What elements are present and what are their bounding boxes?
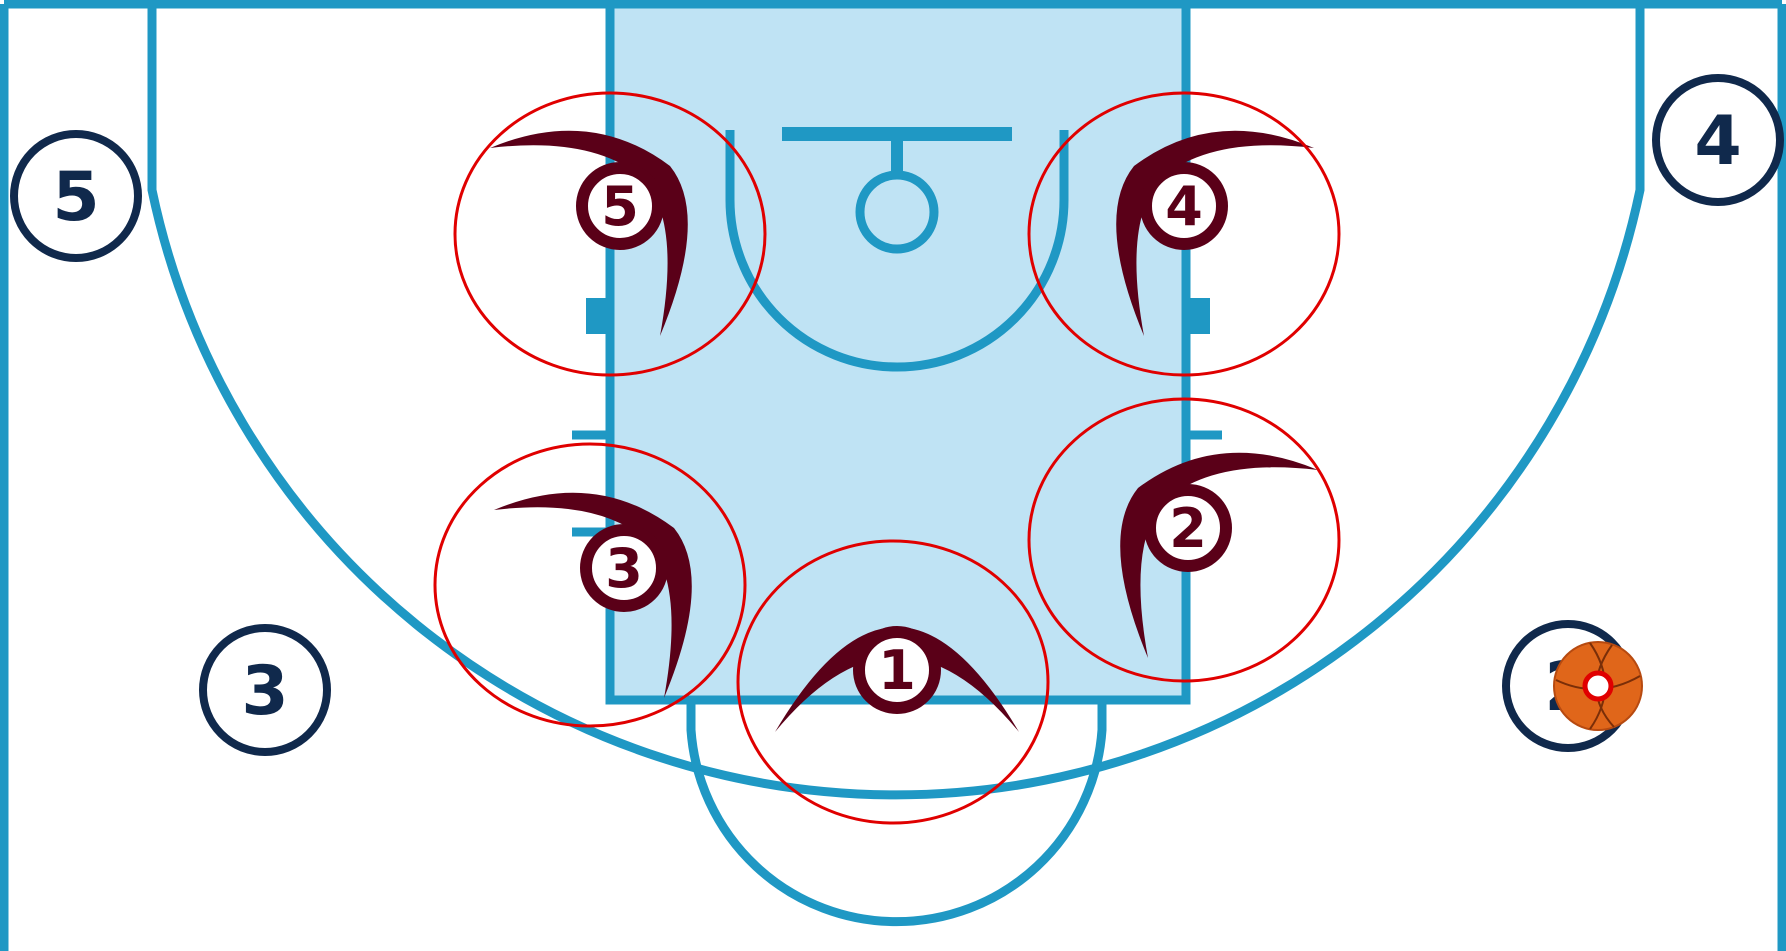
defense-player-label: 1 xyxy=(878,639,916,702)
defense-player-label: 3 xyxy=(605,537,643,600)
basketball-icon xyxy=(1554,642,1642,730)
offense-player-label: 5 xyxy=(52,158,99,237)
offense-player-label: 4 xyxy=(1694,102,1741,181)
defense-player-label: 5 xyxy=(601,175,639,238)
offense-player-4: 4 xyxy=(1656,78,1780,202)
lane-block xyxy=(586,298,612,334)
lane-block xyxy=(1184,298,1210,334)
offense-player-label: 3 xyxy=(241,652,288,731)
defense-player-label: 4 xyxy=(1165,175,1203,238)
offense-player-3: 3 xyxy=(203,628,327,752)
defense-player-label: 2 xyxy=(1169,497,1207,560)
offense-player-5: 5 xyxy=(14,134,138,258)
free-throw-circle xyxy=(691,700,1102,922)
